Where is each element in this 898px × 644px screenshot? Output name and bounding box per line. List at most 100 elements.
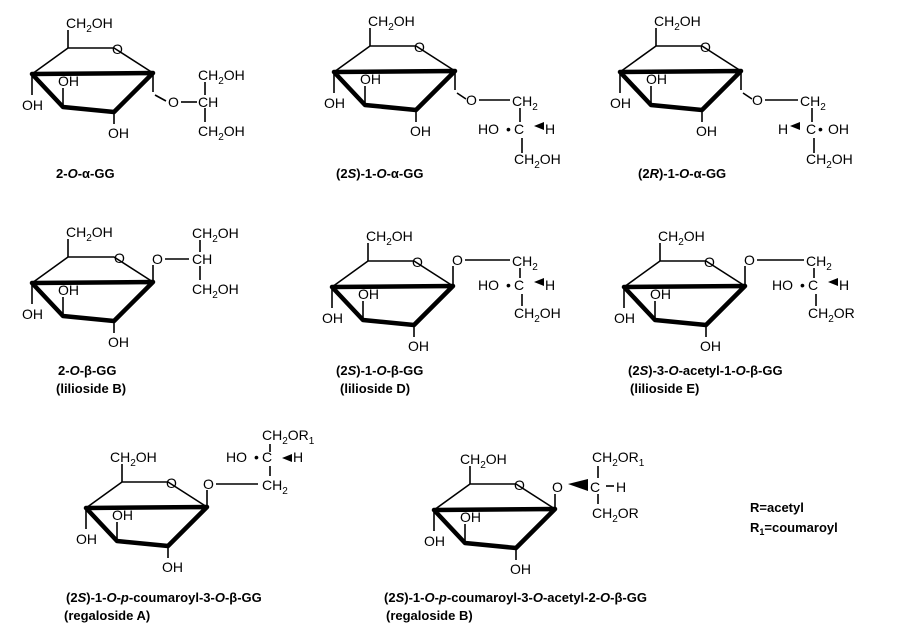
compound-2S-1-O-alpha-GG: CH2OH O OH OH OH O CH2 HO • C H CH2OH (2… [324, 13, 561, 181]
ring-oxygen-label: O [112, 41, 123, 57]
oh-label: OH [828, 121, 849, 137]
compound-2S-1-O-beta-GG: CH2OH O OH OH OH O CH2 HO • C H CH2OH (2… [322, 228, 561, 396]
glucose-ring [29, 30, 167, 124]
chiral-carbon-label: C [806, 121, 816, 137]
ch2oh-label: CH2OH [460, 451, 507, 471]
ch2oh-label: CH2OH [658, 228, 705, 248]
glycosidic-oxygen-label: O [752, 92, 763, 108]
oh-label-c2: OH [162, 559, 183, 575]
ho-label: HO [226, 449, 247, 465]
oh-label-c3: OH [650, 286, 671, 302]
dash-bond: • [254, 449, 259, 465]
glycosidic-oxygen-label: O [168, 94, 179, 110]
dash-bond: • [818, 121, 823, 137]
legend-r1-definition: R1=coumaroyl [750, 520, 838, 537]
ch2oh-label: CH2OH [198, 67, 245, 87]
compound-caption: (2S)-1-O-p-coumaroyl-3-O-acetyl-2-O-β-GG [384, 590, 647, 605]
glucose-ring [331, 28, 467, 122]
ch2or1-label: CH2OR1 [592, 449, 645, 469]
ring-oxygen-label: O [166, 475, 177, 491]
ho-label: HO [478, 277, 499, 293]
compound-2-O-alpha-GG: CH2OH O OH OH OH O CH2OH CH CH2OH 2-O-α-… [22, 15, 245, 181]
oh-label-c4: OH [322, 310, 343, 326]
oh-label-c4: OH [424, 533, 445, 549]
ch2oh-label: CH2OH [806, 151, 853, 171]
glucose-ring [617, 28, 753, 122]
glycosidic-oxygen-label: O [152, 251, 163, 267]
chiral-carbon-label: C [514, 277, 524, 293]
ch2oh-label: CH2OH [198, 123, 245, 143]
ch-label: CH [198, 94, 218, 110]
oh-label-c2: OH [408, 338, 429, 354]
chiral-carbon-label: C [590, 479, 600, 495]
ch2-label: CH2 [512, 253, 538, 273]
oh-label-c4: OH [22, 97, 43, 113]
ch-label: CH [192, 251, 212, 267]
ch2oh-label: CH2OH [110, 449, 157, 469]
ch2oh-label: CH2OH [366, 228, 413, 248]
compound-2-O-beta-GG: CH2OH O OH OH OH O CH2OH CH CH2OH 2-O-β-… [22, 224, 239, 396]
glucose-ring [621, 243, 748, 337]
oh-label-c3: OH [646, 71, 667, 87]
compound-trivial-name: (lilioside E) [630, 381, 699, 396]
oh-label-c4: OH [610, 95, 631, 111]
oh-label-c3: OH [358, 286, 379, 302]
ch2or-label: CH2OR [808, 305, 855, 325]
compound-caption: (2S)-3-O-acetyl-1-O-β-GG [628, 363, 783, 378]
oh-label-c4: OH [324, 95, 345, 111]
glycosidic-oxygen-label: O [744, 252, 755, 268]
oh-label-c4: OH [614, 310, 635, 326]
ho-label: HO [772, 277, 793, 293]
compound-regaloside-A: CH2OH O OH OH OH O CH2OR1 HO • C H CH2 (… [64, 427, 315, 623]
oh-label-c2: OH [696, 123, 717, 139]
compound-caption: (2S)-1-O-p-coumaroyl-3-O-β-GG [66, 590, 262, 605]
compound-trivial-name: (regaloside B) [386, 608, 473, 623]
h-label: H [545, 277, 555, 293]
ho-label: HO [478, 121, 499, 137]
oh-label-c2: OH [510, 561, 531, 577]
dash-bond: • [506, 121, 511, 137]
h-label: H [545, 121, 555, 137]
compound-caption: (2S)-1-O-β-GG [336, 363, 423, 378]
compound-regaloside-B: CH2OH O OH OH OH O CH2OR1 C H CH2OR (2S)… [384, 449, 647, 623]
ch2oh-label: CH2OH [368, 13, 415, 33]
ch2or-label: CH2OR [592, 505, 639, 525]
ch2oh-label: CH2OH [654, 13, 701, 33]
glycosidic-oxygen-label: O [552, 479, 563, 495]
oh-label-c3: OH [460, 509, 481, 525]
h-label: H [293, 449, 303, 465]
oh-label-c2: OH [410, 123, 431, 139]
glycosidic-oxygen-label: O [466, 92, 477, 108]
glucose-ring [83, 464, 210, 558]
ch2-label: CH2 [806, 253, 832, 273]
h-label: H [839, 277, 849, 293]
ch2or1-label: CH2OR1 [262, 427, 315, 447]
dash-bond: • [800, 277, 805, 293]
oh-label-c4: OH [22, 306, 43, 322]
compound-caption: 2-O-α-GG [56, 166, 115, 181]
chiral-carbon-label: C [808, 277, 818, 293]
glycosidic-oxygen-label: O [452, 252, 463, 268]
ch2oh-label: CH2OH [66, 15, 113, 35]
ring-oxygen-label: O [514, 477, 525, 493]
compound-caption: 2-O-β-GG [58, 363, 117, 378]
ch2oh-label: CH2OH [192, 225, 239, 245]
oh-label-c2: OH [108, 125, 129, 141]
dash-bond: • [506, 277, 511, 293]
ring-oxygen-label: O [114, 250, 125, 266]
compound-trivial-name: (lilioside D) [340, 381, 410, 396]
ring-oxygen-label: O [412, 254, 423, 270]
compound-2R-1-O-alpha-GG: CH2OH O OH OH OH O CH2 H C • OH CH2OH (2… [610, 13, 853, 181]
ch2-label: CH2 [512, 93, 538, 113]
ring-oxygen-label: O [700, 39, 711, 55]
ch2oh-label: CH2OH [514, 151, 561, 171]
compound-trivial-name: (lilioside B) [56, 381, 126, 396]
ch2oh-label: CH2OH [514, 305, 561, 325]
ch2oh-label: CH2OH [192, 281, 239, 301]
oh-label-c2: OH [700, 338, 721, 354]
glucose-ring [29, 239, 156, 333]
legend-r-definition: R=acetyl [750, 500, 804, 515]
ch2oh-label: CH2OH [66, 224, 113, 244]
h-label: H [778, 121, 788, 137]
oh-label-c4: OH [76, 531, 97, 547]
